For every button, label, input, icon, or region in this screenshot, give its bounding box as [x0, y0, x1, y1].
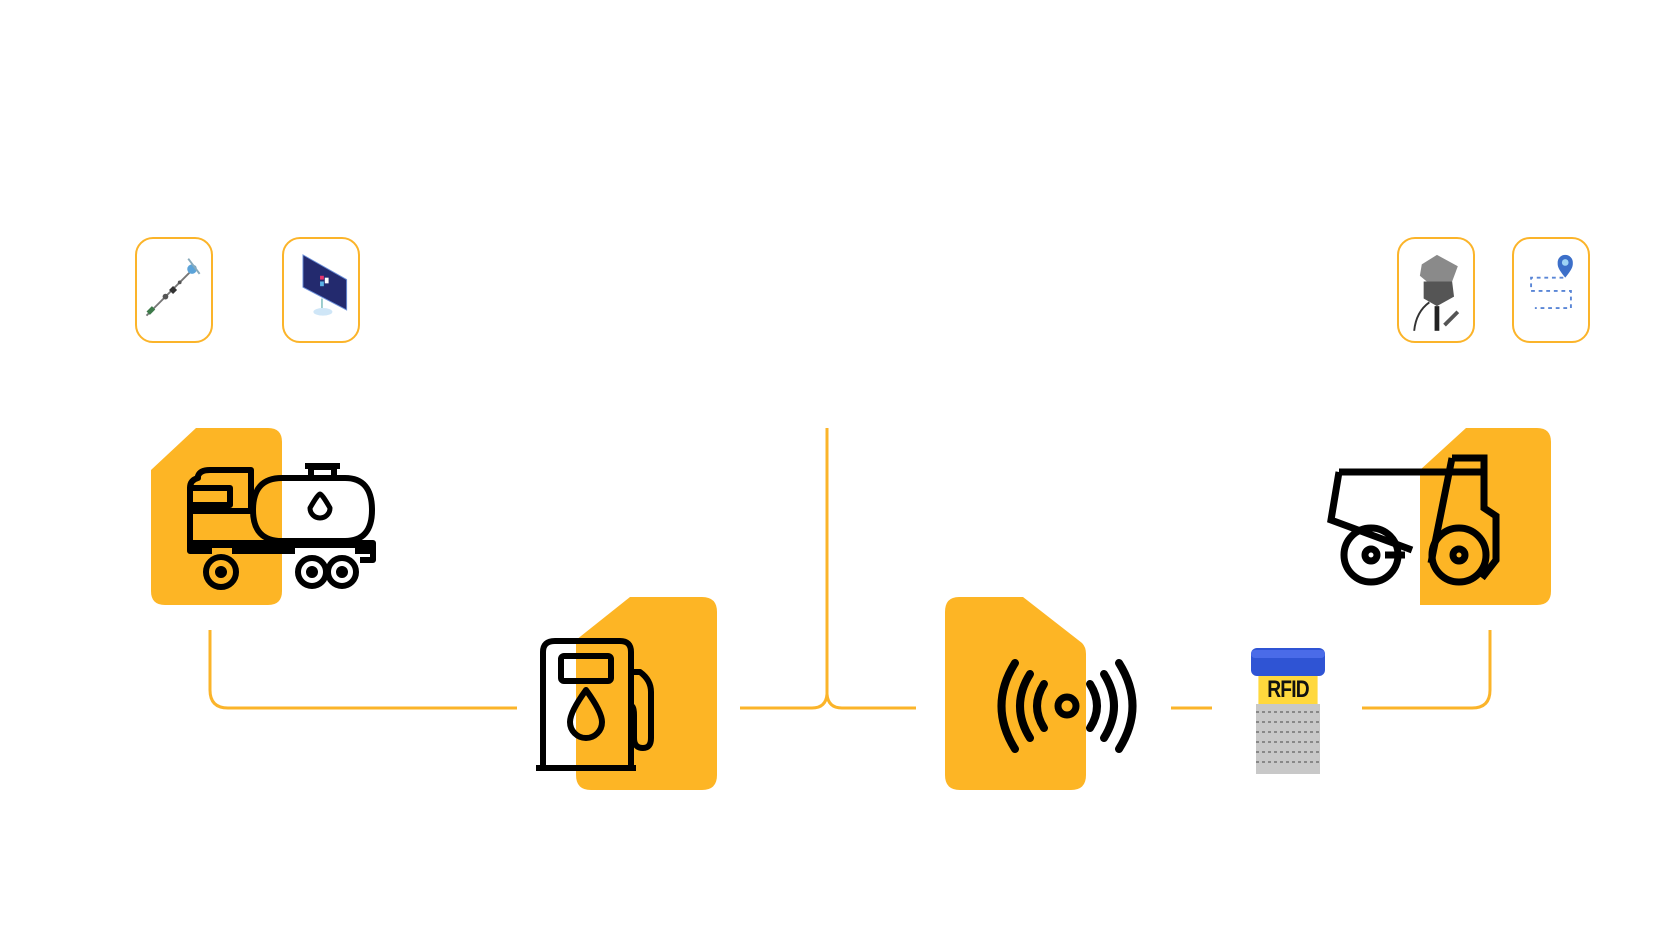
- fuel-pump-icon: [536, 638, 654, 771]
- fuel-sensor-card[interactable]: [135, 237, 213, 343]
- monitor-dashboard-icon: [302, 254, 348, 316]
- gps-tracker-card[interactable]: [1397, 237, 1475, 343]
- rfid-reader-accent-block: [945, 597, 1086, 790]
- rfid-tag-icon: [1251, 648, 1325, 774]
- fuel-tanker-truck-icon: [187, 463, 376, 590]
- route-location-pin-icon: [1530, 254, 1573, 309]
- fuel-sensor-probe-icon: [145, 258, 201, 317]
- pump-accent-block: [576, 597, 717, 790]
- route-card[interactable]: [1512, 237, 1590, 343]
- tanker-accent-block: [151, 428, 282, 605]
- dump-truck-icon: [1327, 454, 1500, 586]
- connector-tag-to-truck: [1362, 630, 1492, 710]
- connector-tanker-to-pump: [208, 630, 517, 710]
- rfid-wireless-signal-icon: [997, 659, 1137, 753]
- monitor-card[interactable]: [282, 237, 360, 343]
- connector-junction-vertical: [825, 428, 916, 710]
- rfid-tag-label: RFID: [1258, 676, 1318, 704]
- gps-tracker-device-icon: [1413, 254, 1460, 331]
